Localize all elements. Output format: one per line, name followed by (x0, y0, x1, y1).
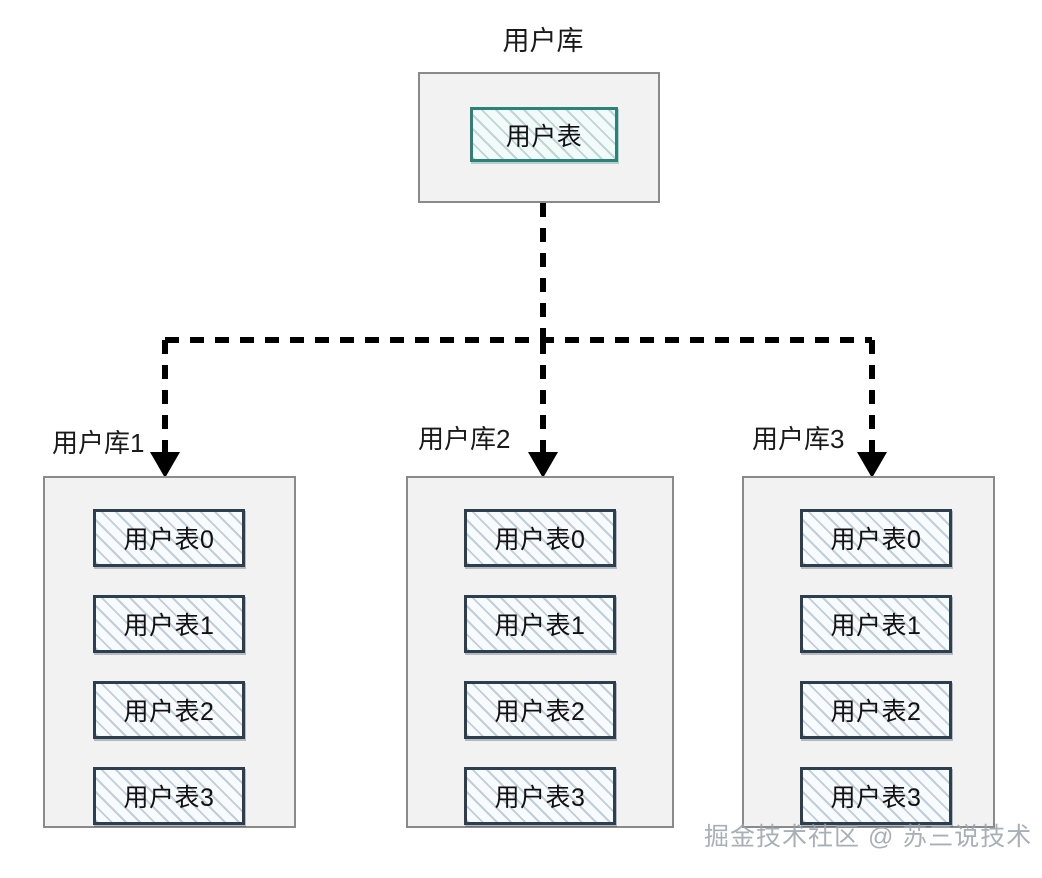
table-label: 用户表0 (123, 526, 215, 554)
shard-database-box-1: 用户表0 用户表1 用户表2 用户表3 (43, 476, 296, 828)
table-label: 用户表2 (830, 698, 922, 726)
table-box: 用户表1 (800, 595, 952, 653)
table-label: 用户表1 (830, 612, 922, 640)
root-database-title: 用户库 (502, 26, 584, 56)
table-box: 用户表2 (464, 681, 616, 739)
table-box: 用户表0 (800, 509, 952, 567)
table-label: 用户表2 (123, 698, 215, 726)
table-label: 用户表0 (830, 526, 922, 554)
arrowhead-1 (150, 452, 180, 478)
table-box: 用户表3 (93, 767, 245, 825)
table-box: 用户表3 (800, 767, 952, 825)
shard-database-box-3: 用户表0 用户表1 用户表2 用户表3 (742, 476, 995, 828)
table-label: 用户表3 (830, 784, 922, 812)
table-box: 用户表0 (93, 509, 245, 567)
table-label: 用户表3 (494, 784, 586, 812)
root-table-box: 用户表 (470, 107, 618, 162)
shard-label-2: 用户库2 (418, 424, 511, 454)
root-table-label: 用户表 (505, 122, 583, 151)
shard-database-box-2: 用户表0 用户表1 用户表2 用户表3 (406, 476, 674, 828)
table-label: 用户表1 (494, 612, 586, 640)
shard-label-1: 用户库1 (52, 428, 145, 458)
watermark-text: 掘金技术社区 @ 苏三说技术 (704, 823, 1033, 851)
table-box: 用户表1 (93, 595, 245, 653)
table-label: 用户表2 (494, 698, 586, 726)
root-database-box: 用户表 (418, 72, 660, 203)
shard-label-3: 用户库3 (752, 424, 845, 454)
table-box: 用户表3 (464, 767, 616, 825)
arrowhead-2 (528, 452, 558, 478)
table-label: 用户表3 (123, 784, 215, 812)
table-box: 用户表2 (800, 681, 952, 739)
table-box: 用户表1 (464, 595, 616, 653)
arrowhead-3 (857, 452, 887, 478)
table-box: 用户表2 (93, 681, 245, 739)
table-label: 用户表0 (494, 526, 586, 554)
table-box: 用户表0 (464, 509, 616, 567)
connector-arrowheads (150, 452, 887, 478)
table-label: 用户表1 (123, 612, 215, 640)
